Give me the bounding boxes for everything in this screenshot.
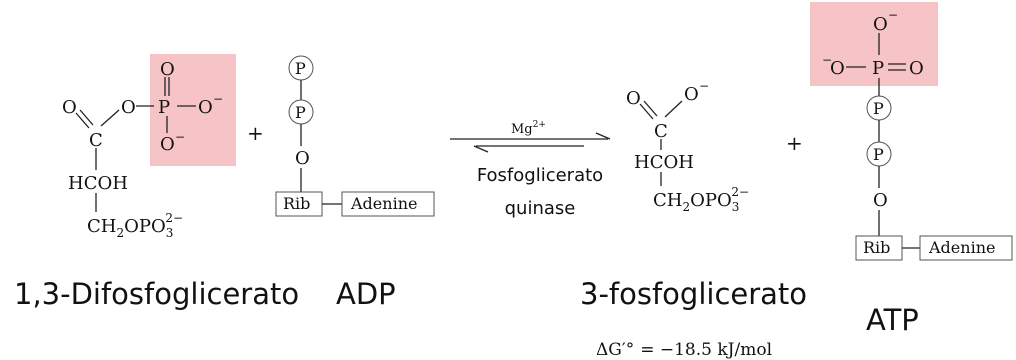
phosphate-highlight-1 xyxy=(150,54,236,166)
phosphate-highlight-2 xyxy=(810,2,938,86)
p1-bond-c-o-double-a xyxy=(643,100,658,117)
adp-name: ADP xyxy=(336,277,396,311)
atom-p: P xyxy=(158,97,170,118)
atp-atom-o-top: O xyxy=(873,14,888,35)
reactant-1-name: 1,3-Difosfoglicerato xyxy=(14,277,299,311)
atp-atom-o: O xyxy=(873,190,888,211)
p1-bond-c-o-double-b xyxy=(639,103,654,120)
charge-minus-right: − xyxy=(213,92,223,106)
plus-sign-2: + xyxy=(786,131,803,155)
p1-group-ch2opo3: CH2OPO32− xyxy=(653,185,749,214)
atp-charge-minus-top: − xyxy=(888,8,898,22)
atp-atom-o-left: O xyxy=(830,58,845,79)
atp-adenine-label: Adenine xyxy=(928,238,995,257)
adp-phosphate-label-1: P xyxy=(295,59,306,78)
atp-adenine-box xyxy=(919,235,1013,261)
bond-c-o-bridge xyxy=(100,109,120,127)
reactant-1-structure: O O O P O − O − C HCOH CH2OPO32− xyxy=(62,54,236,240)
atom-o-bridge: O xyxy=(121,97,136,118)
atom-o-minus-bottom: O xyxy=(160,134,175,155)
adp-atom-o: O xyxy=(295,148,310,169)
p1-group-hcoh: HCOH xyxy=(634,152,694,173)
adp-phosphate-label-2: P xyxy=(295,103,306,122)
atp-atom-o-right: O xyxy=(909,58,924,79)
atp-name: ATP xyxy=(866,303,919,337)
p1-atom-c: C xyxy=(654,121,668,142)
adp-adenine-box xyxy=(341,191,435,217)
atom-o-left: O xyxy=(62,97,77,118)
enzyme-label-line-1: Fosfoglicerato xyxy=(477,165,603,186)
adp-adenine-label: Adenine xyxy=(350,194,417,213)
adp-rib-box xyxy=(275,191,323,217)
bond-c-o-double-a xyxy=(79,109,94,126)
group-hcoh: HCOH xyxy=(68,173,128,194)
p1-atom-o-left: O xyxy=(626,88,641,109)
reverse-arrow-head xyxy=(473,145,489,153)
enzyme-label-line-2: quinase xyxy=(505,198,576,219)
product-1-name: 3-fosfoglicerato xyxy=(580,277,807,311)
adp-rib-label: Rib xyxy=(283,194,310,213)
forward-arrow-head xyxy=(595,132,611,140)
reaction-arrow: Mg2+ Fosfoglicerato quinase xyxy=(450,120,611,219)
atp-phosphate-label-1: P xyxy=(873,99,884,118)
atom-o-top: O xyxy=(160,59,175,80)
atp-charge-minus-left: − xyxy=(822,53,832,67)
p1-charge-minus: − xyxy=(699,79,709,93)
group-ch2opo3: CH2OPO32− xyxy=(87,211,183,240)
bond-c-o-double-b xyxy=(75,112,90,129)
plus-sign-1: + xyxy=(247,121,264,145)
atom-c: C xyxy=(89,130,103,151)
atp-phosphate-label-2: P xyxy=(873,145,884,164)
adp-structure: P P O Rib Adenine xyxy=(275,55,435,217)
atp-rib-label: Rib xyxy=(863,238,890,257)
p1-bond-c-o-minus xyxy=(664,100,683,118)
p1-atom-o-right: O xyxy=(684,84,699,105)
atp-structure: O − − O P O P P O Rib Adenine xyxy=(810,2,1013,261)
atp-atom-p: P xyxy=(872,58,884,79)
charge-minus-bottom: − xyxy=(175,130,185,144)
atom-o-minus-right: O xyxy=(198,97,213,118)
product-1-structure: O O − C HCOH CH2OPO32− xyxy=(626,79,749,214)
cofactor-label: Mg2+ xyxy=(511,120,546,137)
free-energy-label: ΔG′°= −18.5 kJ/mol xyxy=(596,340,772,360)
